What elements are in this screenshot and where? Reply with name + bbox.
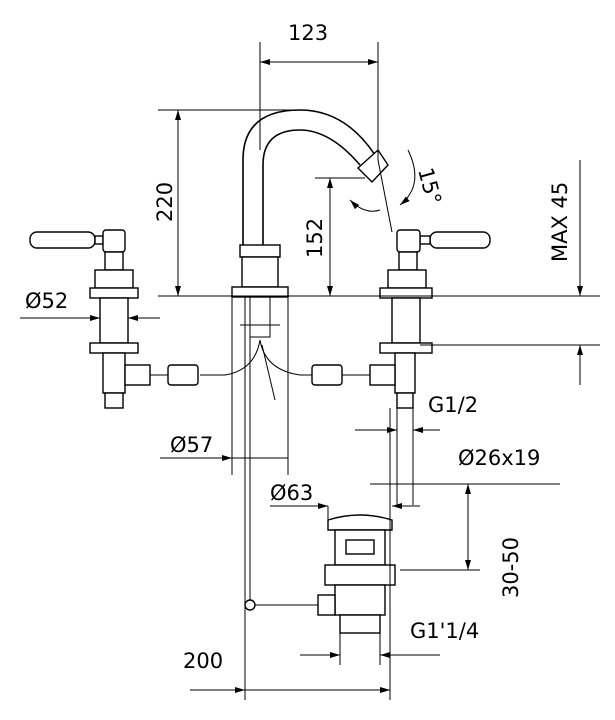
spout-body <box>200 109 389 605</box>
dim-hose: Ø26x19 <box>458 446 540 470</box>
left-handle <box>29 229 151 409</box>
dim-waste-thread: G1'1/4 <box>410 619 479 643</box>
pop-up-waste <box>244 514 396 634</box>
dimension-lines <box>20 42 600 700</box>
dim-swivel-angle: 15° <box>413 165 446 207</box>
dim-waste-diameter: Ø63 <box>270 481 313 505</box>
dim-inlet-thread: G1/2 <box>428 393 478 417</box>
dim-spout-height: 152 <box>303 218 327 258</box>
dim-spout-reach: 123 <box>288 21 328 45</box>
dim-spout-flange: Ø57 <box>170 433 213 457</box>
hose-connectors <box>150 364 370 386</box>
dim-handle-flange: Ø52 <box>25 289 68 313</box>
dim-handle-spacing: 200 <box>183 649 223 673</box>
dim-waste-adjust: 30-50 <box>499 537 523 598</box>
right-handle <box>369 229 491 409</box>
dim-max-deck: MAX 45 <box>548 182 572 262</box>
dim-total-height: 220 <box>153 182 177 222</box>
